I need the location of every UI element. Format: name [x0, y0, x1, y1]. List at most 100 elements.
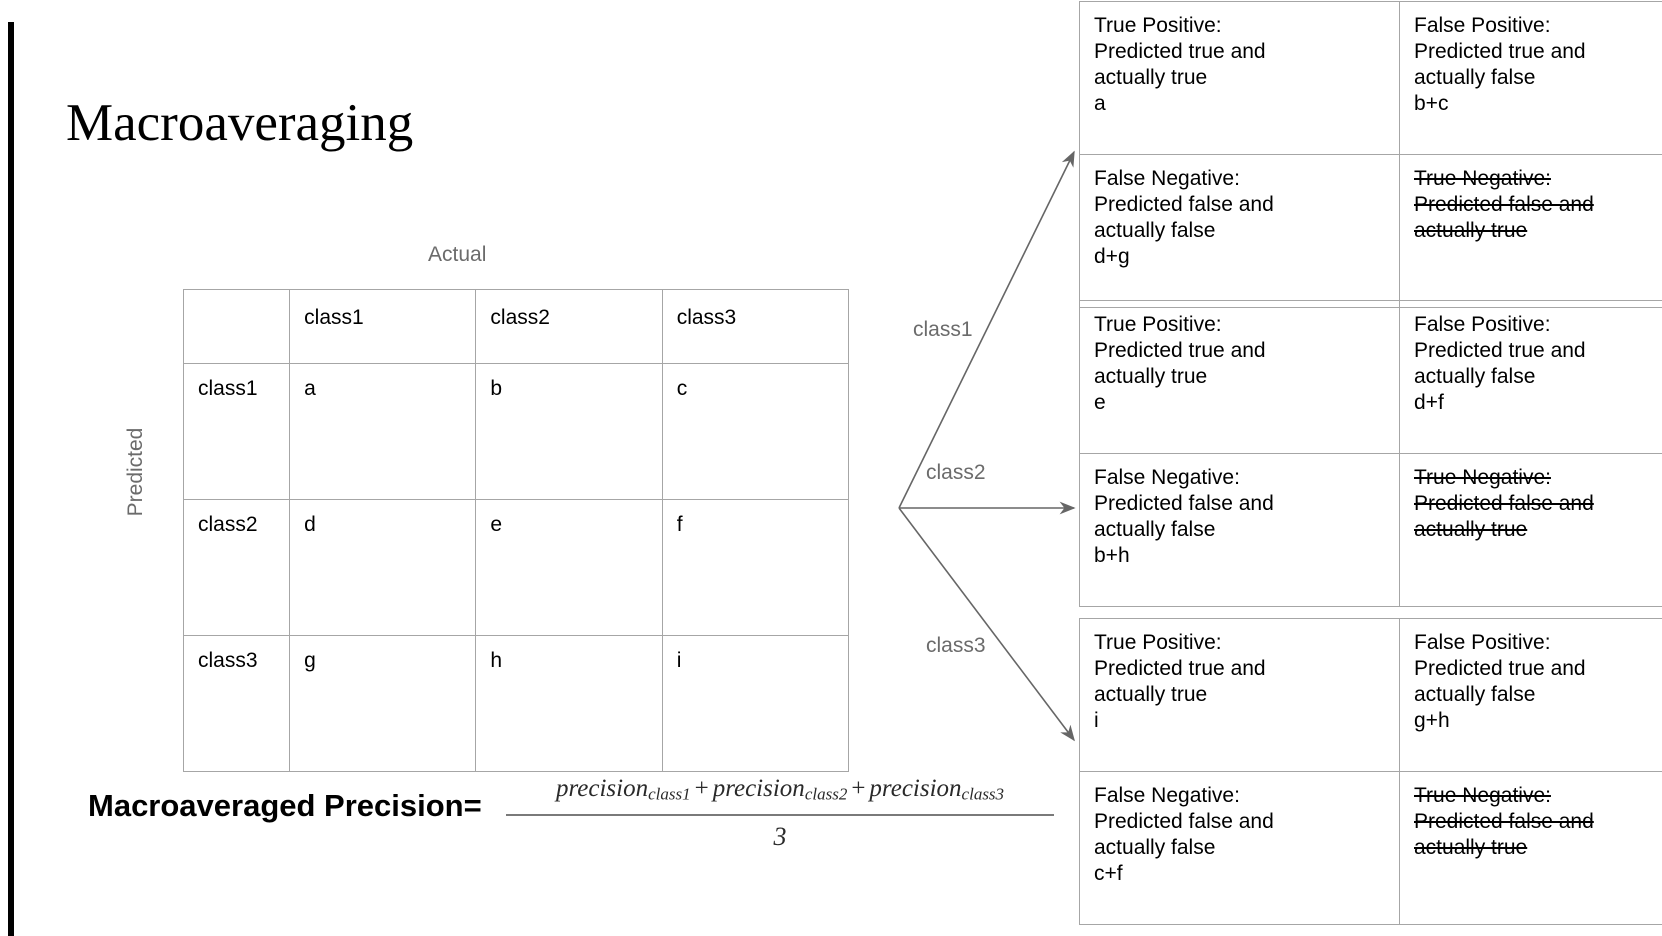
- cell-line-2: actually false: [1094, 219, 1216, 242]
- matrix-col-header-1: class1: [289, 289, 477, 364]
- cell-line-2: actually false: [1414, 66, 1536, 89]
- cell-title: True Negative:: [1414, 466, 1551, 489]
- cell-line-1: Predicted false and: [1414, 492, 1594, 515]
- formula-denominator: 3: [773, 821, 787, 851]
- formula-term-3: precision: [869, 775, 962, 802]
- cell-false-negative-class1: False Negative: Predicted false and actu…: [1079, 154, 1400, 308]
- matrix-cell-r2c2: e: [475, 499, 663, 636]
- cell-title: False Positive:: [1414, 313, 1551, 336]
- cell-line-1: Predicted false and: [1094, 193, 1274, 216]
- matrix-cell-r1c1: a: [289, 363, 477, 500]
- matrix-row-header-3: class3: [182, 635, 291, 772]
- matrix-cell-r2c1: d: [289, 499, 477, 636]
- formula-operator-2: +: [851, 775, 866, 802]
- cell-line-1: Predicted false and: [1414, 810, 1594, 833]
- matrix-row-header-2: class2: [182, 499, 291, 636]
- macroaveraged-precision-formula: precisionclass1+precisionclass2+precisio…: [506, 773, 1054, 854]
- cell-line-2: actually false: [1094, 518, 1216, 541]
- cell-value: c+f: [1094, 862, 1123, 885]
- table-row: True Positive: Predicted true and actual…: [1079, 1, 1662, 155]
- cell-title: False Negative:: [1094, 167, 1240, 190]
- binary-confusion-table-class3: True Positive: Predicted true and actual…: [1079, 618, 1662, 925]
- table-row: True Positive: Predicted true and actual…: [1079, 618, 1662, 772]
- formula-subscript-1: class1: [648, 784, 691, 804]
- cell-line-2: actually false: [1414, 365, 1536, 388]
- cell-title: False Positive:: [1414, 14, 1551, 37]
- cell-value: a: [1094, 92, 1106, 115]
- binary-confusion-table-class2: True Positive: Predicted true and actual…: [1079, 300, 1662, 607]
- cell-value: b+h: [1094, 544, 1130, 567]
- cell-false-negative-class2: False Negative: Predicted false and actu…: [1079, 453, 1400, 607]
- table-row: class1 a b c: [182, 363, 850, 500]
- matrix-corner-cell: [182, 289, 291, 364]
- cell-line-1: Predicted true and: [1414, 657, 1586, 680]
- cell-value: d+g: [1094, 245, 1130, 268]
- left-accent-bar: [8, 22, 14, 936]
- cell-value: g+h: [1414, 709, 1450, 732]
- cell-title: False Negative:: [1094, 466, 1240, 489]
- cell-line-1: Predicted true and: [1094, 657, 1266, 680]
- arrow-label-class2: class2: [926, 461, 986, 484]
- cell-false-positive-class2: False Positive: Predicted true and actua…: [1399, 300, 1662, 454]
- table-header-row: class1 class2 class3: [182, 289, 850, 364]
- matrix-cell-r1c2: b: [475, 363, 663, 500]
- cell-line-2: actually true: [1414, 518, 1528, 541]
- formula-term-2: precision: [712, 775, 805, 802]
- confusion-matrix: class1 class2 class3 class1 a b c class2…: [182, 289, 850, 772]
- cell-line-2: actually false: [1094, 836, 1216, 859]
- matrix-axis-actual-label: Actual: [428, 243, 487, 266]
- cell-value: b+c: [1414, 92, 1449, 115]
- formula-numerator: precisionclass1+precisionclass2+precisio…: [506, 773, 1054, 814]
- cell-line-1: Predicted true and: [1094, 339, 1266, 362]
- cell-line-1: Predicted false and: [1094, 492, 1274, 515]
- cell-value: e: [1094, 391, 1106, 414]
- table-row: True Positive: Predicted true and actual…: [1079, 300, 1662, 454]
- formula-term-1: precision: [555, 775, 649, 802]
- formula-subscript-2: class2: [804, 784, 848, 804]
- cell-line-2: actually false: [1414, 683, 1536, 706]
- cell-value: i: [1094, 709, 1099, 732]
- arrow-label-class1: class1: [913, 318, 973, 341]
- arrow-class3: [898, 507, 1075, 742]
- cell-line-2: actually true: [1094, 66, 1208, 89]
- matrix-cell-r3c2: h: [475, 635, 663, 772]
- formula-subscript-3: class3: [961, 784, 1005, 804]
- cell-title: False Negative:: [1094, 784, 1240, 807]
- cell-title: False Positive:: [1414, 631, 1551, 654]
- cell-true-positive-class1: True Positive: Predicted true and actual…: [1079, 1, 1400, 155]
- cell-true-positive-class3: True Positive: Predicted true and actual…: [1079, 618, 1400, 772]
- table-row: False Negative: Predicted false and actu…: [1079, 771, 1662, 925]
- cell-line-2: actually true: [1094, 365, 1208, 388]
- matrix-row-header-1: class1: [182, 363, 291, 500]
- matrix-col-header-3: class3: [661, 289, 850, 364]
- formula-fraction-bar: [506, 813, 1054, 816]
- table-row: False Negative: Predicted false and actu…: [1079, 154, 1662, 308]
- cell-title: True Positive:: [1094, 313, 1222, 336]
- cell-false-positive-class1: False Positive: Predicted true and actua…: [1399, 1, 1662, 155]
- matrix-axis-predicted-label: Predicted: [124, 427, 147, 517]
- cell-line-1: Predicted false and: [1094, 810, 1274, 833]
- cell-false-positive-class3: False Positive: Predicted true and actua…: [1399, 618, 1662, 772]
- cell-line-1: Predicted false and: [1414, 193, 1594, 216]
- matrix-col-header-2: class2: [475, 289, 663, 364]
- cell-false-negative-class3: False Negative: Predicted false and actu…: [1079, 771, 1400, 925]
- cell-title: True Positive:: [1094, 14, 1222, 37]
- formula-label: Macroaveraged Precision=: [88, 788, 482, 823]
- cell-line-1: Predicted true and: [1414, 339, 1586, 362]
- matrix-cell-r3c1: g: [289, 635, 477, 772]
- table-row: class3 g h i: [182, 635, 850, 772]
- cell-line-1: Predicted true and: [1094, 40, 1266, 63]
- binary-confusion-table-class1: True Positive: Predicted true and actual…: [1079, 1, 1662, 308]
- matrix-cell-r2c3: f: [661, 499, 850, 636]
- cell-title: True Negative:: [1414, 167, 1551, 190]
- matrix-cell-r1c3: c: [661, 363, 850, 500]
- cell-true-negative-class2: True Negative: Predicted false and actua…: [1399, 453, 1662, 607]
- cell-line-2: actually true: [1414, 219, 1528, 242]
- formula-operator-1: +: [694, 775, 709, 802]
- cell-title: True Positive:: [1094, 631, 1222, 654]
- cell-true-negative-class1: True Negative: Predicted false and actua…: [1399, 154, 1662, 308]
- cell-true-negative-class3: True Negative: Predicted false and actua…: [1399, 771, 1662, 925]
- cell-line-2: actually true: [1414, 836, 1528, 859]
- page-title: Macroaveraging: [66, 94, 414, 152]
